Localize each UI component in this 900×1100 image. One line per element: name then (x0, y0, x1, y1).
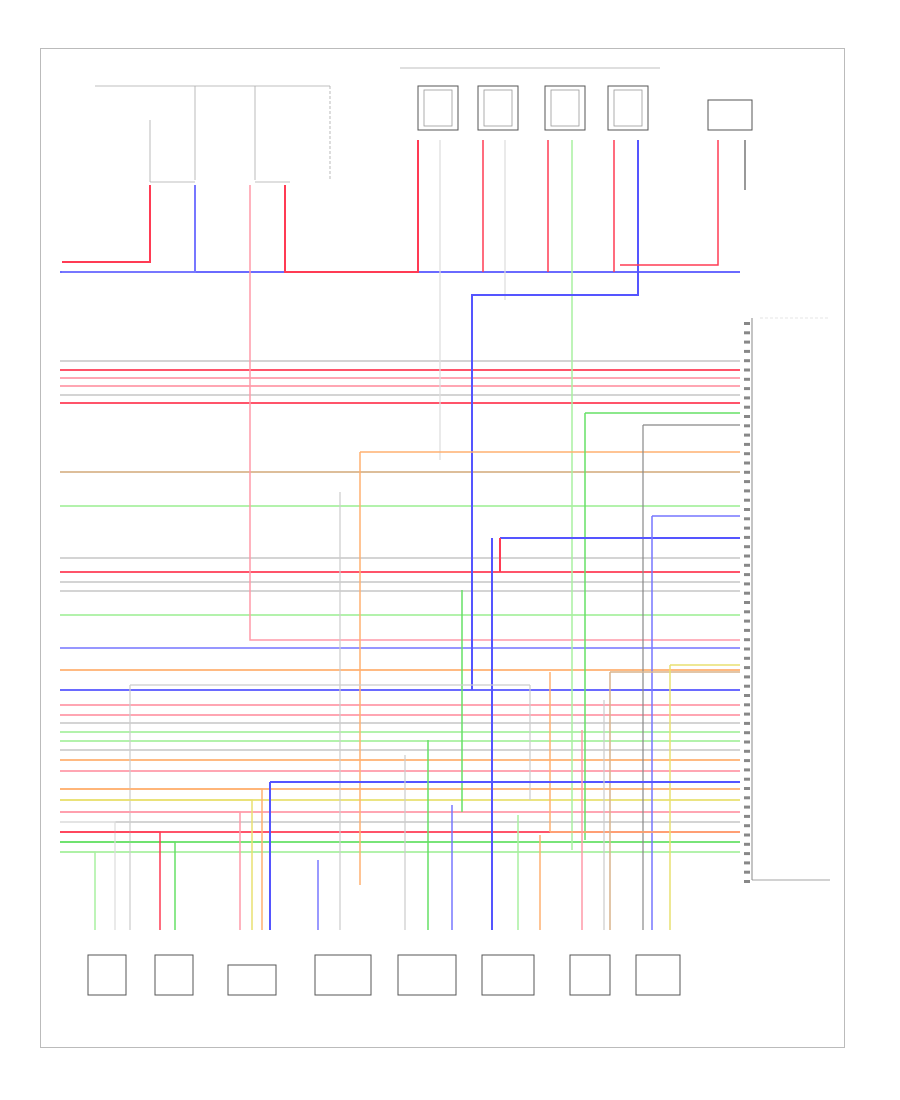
ecm-pin (744, 573, 750, 577)
routed-wires (60, 140, 746, 930)
ecm-pin (744, 526, 750, 530)
ecm-pin (744, 870, 750, 874)
ecm-pin (744, 749, 750, 753)
ecm-pin (744, 452, 750, 456)
ecm-pin (744, 805, 750, 809)
sensor7-box (569, 954, 611, 996)
ecm-pin (744, 647, 750, 651)
ecm-pin (744, 545, 750, 549)
ecm-pin (744, 563, 750, 567)
ecm-pin (744, 824, 750, 828)
ecm-pin (744, 601, 750, 604)
ecm-pin (744, 814, 750, 818)
sensor4-box (314, 954, 372, 996)
ecm-pin (744, 638, 750, 642)
sensor8-box (635, 954, 681, 996)
ecm-pins (744, 322, 750, 883)
ecm-pin (744, 610, 750, 614)
ecm-connector (751, 317, 830, 881)
ecm-pin (744, 377, 750, 381)
diagram-frame (40, 48, 845, 1048)
ecm-pin (744, 591, 750, 595)
ecm-pin (744, 480, 750, 484)
ecm-pin (744, 796, 750, 800)
sensor3-box (227, 964, 277, 996)
top-connectors (417, 85, 753, 131)
ecm-pin (744, 852, 750, 856)
ecm-pin (744, 721, 750, 725)
ecm-pin (744, 331, 750, 335)
ecm-pin (744, 740, 750, 744)
fuse-block (95, 85, 331, 183)
ecm-pin (744, 666, 750, 670)
ecm-pin (744, 656, 750, 660)
ecm-pin (744, 498, 750, 502)
ecm-pin (744, 489, 750, 493)
ecm-pin (744, 759, 750, 763)
ecm-pin (744, 535, 750, 539)
ecm-pin (744, 684, 750, 688)
ecm-pin (744, 424, 750, 428)
ecm-pin (744, 712, 750, 716)
sensor1-box (87, 954, 127, 996)
ecm-pin (744, 675, 750, 679)
ecm-pin (744, 880, 750, 883)
sensor5-box (397, 954, 457, 996)
ecm-pin (744, 833, 750, 837)
ecm-pin (744, 508, 750, 511)
ecm-pin (744, 731, 750, 735)
ecm-pin (744, 349, 750, 353)
sensor2-box (154, 954, 194, 996)
ecm-pin (744, 517, 750, 521)
ecm-pin (744, 842, 750, 846)
ecm-pin (744, 694, 750, 697)
ecm-pin (744, 387, 750, 391)
ecm-pin (744, 582, 750, 586)
ecm-pin (744, 470, 750, 474)
ecm-pin (744, 405, 750, 409)
ecm-pin (744, 554, 750, 558)
ecm-pin (744, 433, 750, 437)
ecm-pin (744, 777, 750, 781)
ecm-pin (744, 442, 750, 446)
ecm-pin (744, 461, 750, 465)
ecm-pin (744, 415, 750, 418)
ecm-pin (744, 768, 750, 772)
ecm-pin (744, 396, 750, 400)
bottom-sensors (87, 954, 681, 996)
ecm-pin (744, 619, 750, 623)
ecm-pin (744, 340, 750, 344)
ecm-pin (744, 703, 750, 707)
ecm-pin (744, 861, 750, 865)
ecm-pin (744, 628, 750, 632)
wire-bundle (60, 271, 740, 853)
ecm-pin (744, 368, 750, 372)
ecm-pin (744, 359, 750, 363)
ecm-pin (744, 787, 750, 790)
ecm-pin (744, 322, 750, 325)
sensor6-box (481, 954, 535, 996)
